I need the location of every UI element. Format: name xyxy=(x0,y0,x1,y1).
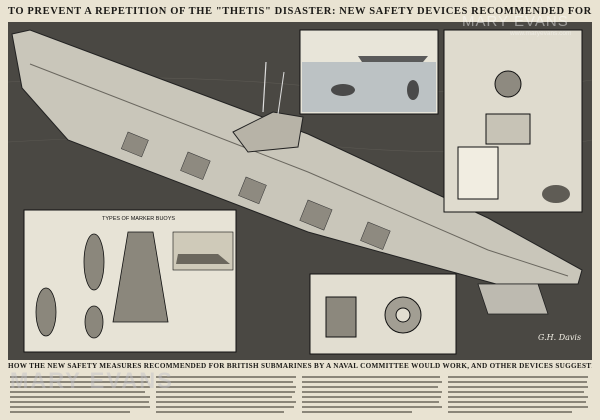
watermark-brand: MARY EVANS xyxy=(462,13,569,30)
inset-surface-view xyxy=(299,29,439,115)
artist-signature: G.H. Davis xyxy=(538,333,581,342)
watermark-brand-bottom: MARY EVANS xyxy=(10,368,174,393)
watermark-url: www.maryevans.com xyxy=(510,30,572,37)
illustration-plate: TYPES OF MARKER BUOYS G.H. Davis xyxy=(8,22,592,360)
inset-marker-buoy-label: TYPES OF MARKER BUOYS xyxy=(102,216,175,222)
inset-valve-detail xyxy=(309,273,457,355)
inset-marker-buoy-types: TYPES OF MARKER BUOYS xyxy=(23,209,237,353)
inset-mechanism-diagram xyxy=(443,29,583,213)
article-body-text xyxy=(10,374,590,418)
page-title: TO PREVENT A REPETITION OF THE "THETIS" … xyxy=(8,6,592,17)
caption-headline: HOW THE NEW SAFETY MEASURES RECOMMENDED … xyxy=(8,362,592,370)
submarine-cutaway xyxy=(11,29,583,315)
